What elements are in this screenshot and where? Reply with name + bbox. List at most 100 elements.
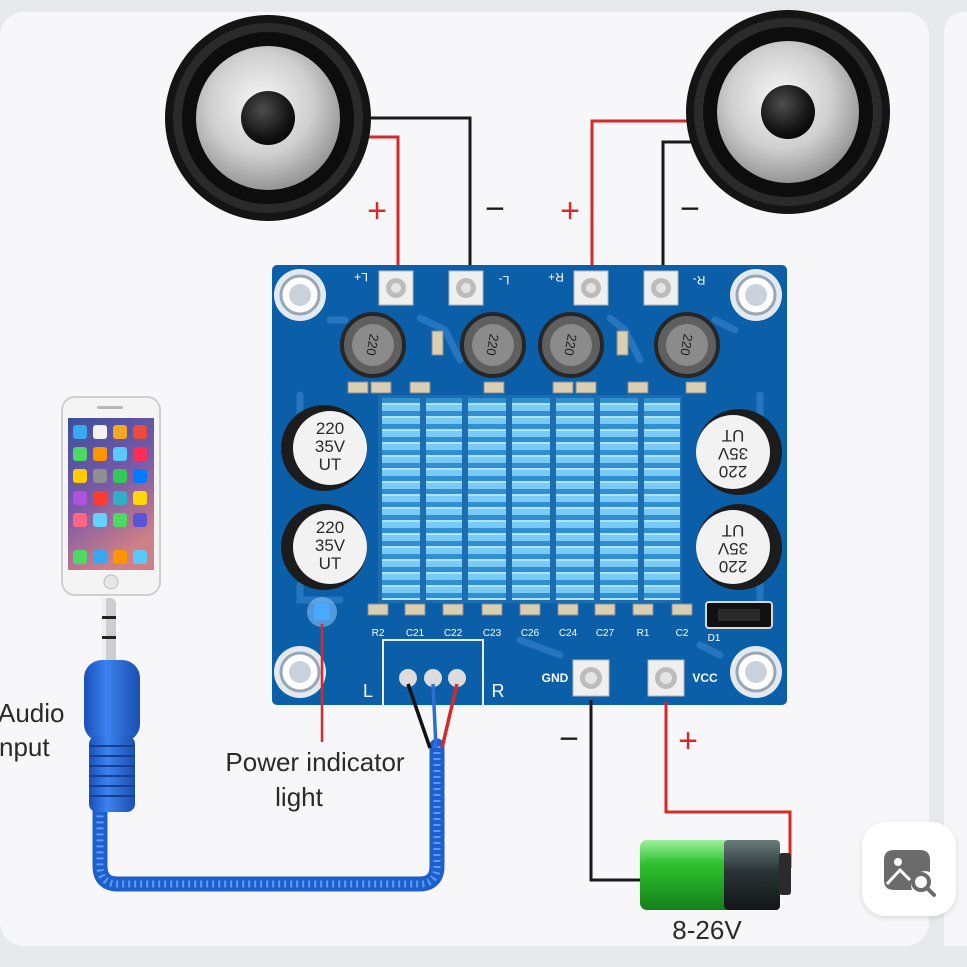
app-icon	[93, 425, 107, 439]
phone-home-button	[103, 574, 119, 590]
mounting-hole	[730, 646, 782, 698]
electrolytic-capacitor: 220 35V UT	[696, 409, 782, 495]
component-label: C21	[406, 628, 425, 639]
capacitor-marking: UT	[319, 554, 342, 573]
capacitor-marking: 35V	[315, 437, 346, 456]
right-negative-sign: −	[680, 190, 700, 228]
electrolytic-capacitor: 220 35V UT	[281, 405, 367, 491]
left-negative-sign: −	[485, 190, 505, 228]
capacitor-marking: UT	[722, 521, 745, 540]
silkscreen-r-plus: R+	[548, 270, 564, 284]
heatsink	[378, 395, 682, 603]
battery	[640, 840, 791, 910]
app-icon	[93, 469, 107, 483]
ground-sign: −	[559, 720, 579, 758]
inductor: 220	[654, 312, 720, 378]
component-label: C27	[596, 628, 615, 639]
terminal-left-positive	[378, 270, 414, 306]
pcb-traces	[296, 314, 764, 659]
silkscreen-l-plus: L+	[354, 270, 368, 284]
capacitor-marking: 220	[719, 462, 747, 481]
right-speaker	[686, 10, 890, 214]
silkscreen-l-minus: L-	[499, 273, 510, 287]
component-label: C2	[676, 628, 689, 639]
app-icon	[133, 513, 147, 527]
vcc-label: VCC	[692, 671, 718, 685]
app-icon	[133, 469, 147, 483]
capacitor-marking: 220	[316, 518, 344, 537]
component-label: R1	[637, 628, 650, 639]
audio-wire-blue	[431, 683, 438, 749]
app-icon	[113, 447, 127, 461]
component-label: C26	[521, 628, 540, 639]
battery-charge-level	[646, 858, 724, 866]
app-icon	[93, 491, 107, 505]
smd-components-top	[347, 330, 707, 394]
component-label: R2	[372, 628, 385, 639]
power-indicator-label-line2: light	[275, 782, 323, 812]
app-icon	[73, 425, 87, 439]
phone-app-grid	[73, 425, 147, 564]
mounting-hole	[274, 269, 326, 321]
connector-right-label: R	[492, 681, 505, 701]
diode: D1	[705, 601, 773, 644]
capacitor-marking: 220	[719, 557, 747, 576]
audio-cable	[92, 683, 459, 892]
audio-wire-red	[440, 683, 459, 749]
silkscreen-r-minus: R-	[693, 273, 706, 287]
terminal-right-positive	[573, 270, 609, 306]
mounting-hole	[730, 269, 782, 321]
electrolytic-capacitor: 220 35V UT	[281, 504, 367, 590]
capacitor-marking: 35V	[717, 539, 748, 558]
ground-wire	[589, 700, 642, 882]
mounting-hole	[274, 646, 326, 698]
power-indicator-led	[307, 597, 337, 627]
app-icon	[73, 469, 87, 483]
app-icon	[93, 513, 107, 527]
left-speaker	[165, 15, 371, 221]
audio-input-label-line1: Audio	[0, 698, 65, 728]
dock-app-icon	[93, 550, 107, 564]
app-icon	[93, 447, 107, 461]
dock-app-icon	[113, 550, 127, 564]
visual-search-button[interactable]	[862, 822, 956, 916]
inductor: 220	[538, 312, 604, 378]
audio-plug	[84, 598, 140, 812]
audio-input-label-line2: nput	[0, 732, 50, 762]
app-icon	[113, 425, 127, 439]
capacitor-marking: 220	[316, 419, 344, 438]
app-icon	[73, 491, 87, 505]
component-label: C23	[483, 628, 502, 639]
terminal-supply: VCC	[647, 659, 718, 697]
connector-left-label: L	[363, 681, 373, 701]
right-positive-sign: +	[560, 192, 580, 230]
app-icon	[133, 447, 147, 461]
inductor: 220	[460, 312, 526, 378]
inductor-marking: 220	[363, 333, 382, 357]
dock-app-icon	[73, 550, 87, 564]
component-label: C22	[444, 628, 463, 639]
capacitor-marking: UT	[319, 455, 342, 474]
capacitor-marking: UT	[722, 426, 745, 445]
dock-app-icon	[133, 550, 147, 564]
app-icon	[133, 425, 147, 439]
capacitor-marking: 35V	[315, 536, 346, 555]
smd-components-bottom	[367, 603, 693, 616]
electrolytic-capacitor: 220 35V UT	[696, 504, 782, 590]
app-icon	[113, 513, 127, 527]
gnd-label: GND	[542, 671, 569, 685]
audio-wire-black	[406, 683, 432, 749]
inductor-marking: 220	[483, 333, 502, 357]
terminal-left-negative	[448, 270, 484, 306]
power-indicator-label-line1: Power indicator	[225, 747, 405, 777]
component-labels: R2 C21 C22 C23 C26 C24 C27 R1 C2	[372, 628, 689, 639]
amplifier-board: L+ L- R+ R- 220 220 220 220	[272, 265, 787, 707]
app-icon	[113, 469, 127, 483]
app-icon	[73, 447, 87, 461]
supply-sign: +	[678, 722, 698, 760]
inductor-marking: 220	[677, 333, 696, 357]
next-image-card	[944, 12, 967, 946]
capacitor-marking: 35V	[717, 444, 748, 463]
inductor: 220	[340, 312, 406, 378]
